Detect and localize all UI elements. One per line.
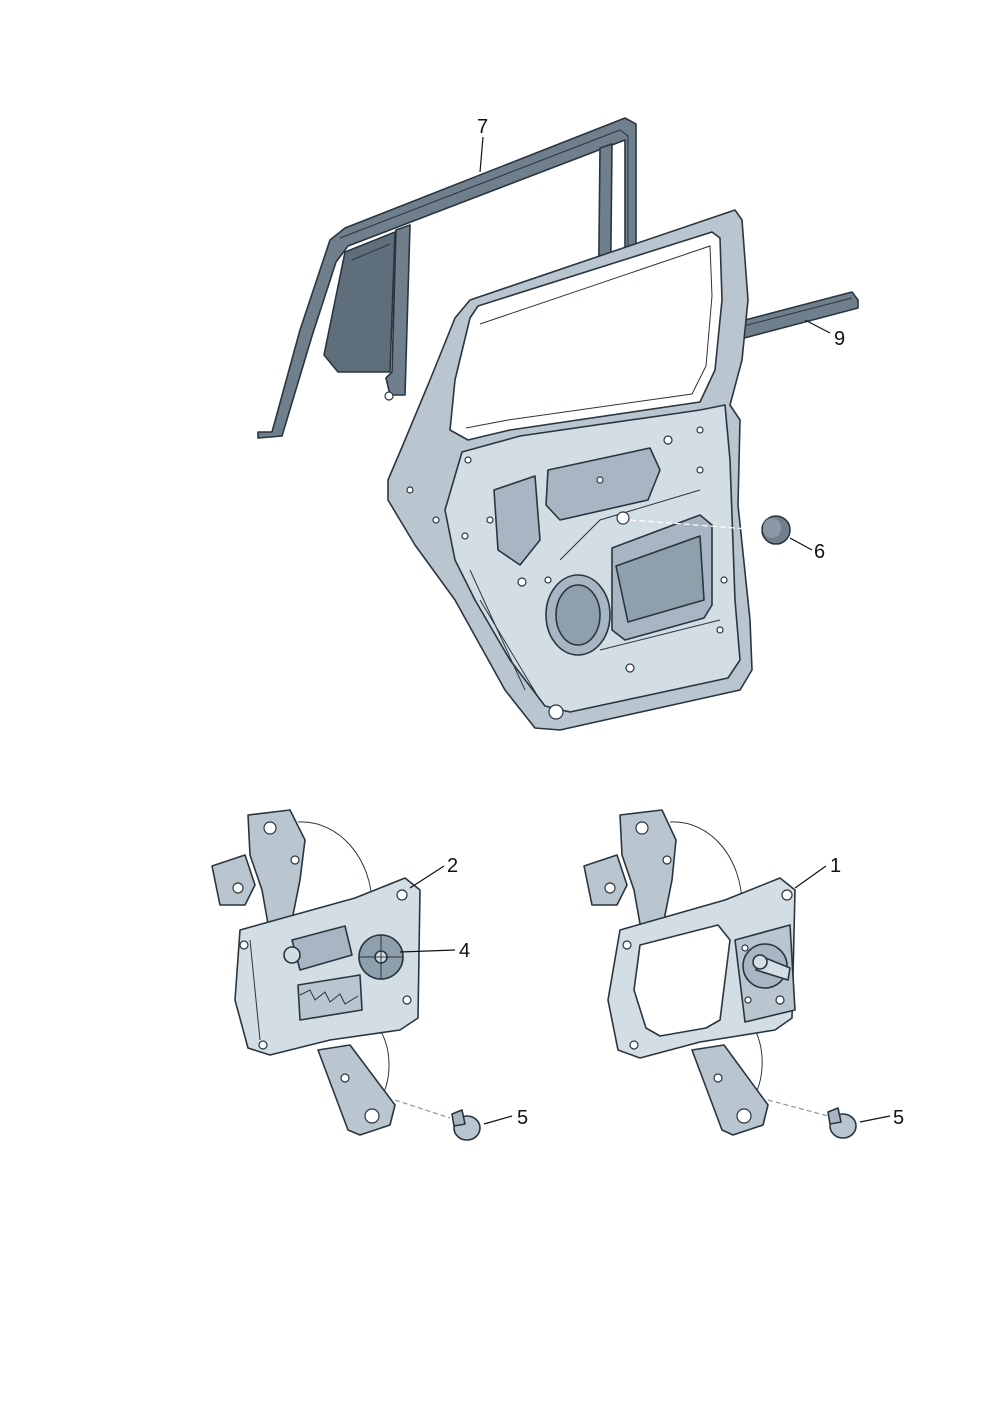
callout-7: 7 (477, 116, 488, 138)
callout-2: 2 (447, 855, 458, 877)
door-shell (387, 209, 753, 731)
window-regulator-with-motor-part-2[interactable] (211, 809, 451, 1136)
callout-4: 4 (459, 940, 470, 962)
callout-6: 6 (814, 541, 825, 563)
window-regulator-part-1[interactable] (583, 809, 829, 1136)
callout-5-left: 5 (517, 1107, 528, 1129)
callout-5-right: 5 (893, 1107, 904, 1129)
plug-part-6[interactable] (629, 515, 791, 545)
callout-1: 1 (830, 855, 841, 877)
bolt-part-5-right[interactable] (827, 1107, 857, 1139)
leader-lines (399, 136, 891, 1125)
bolt-part-5-left[interactable] (451, 1109, 481, 1141)
callout-9: 9 (834, 328, 845, 350)
